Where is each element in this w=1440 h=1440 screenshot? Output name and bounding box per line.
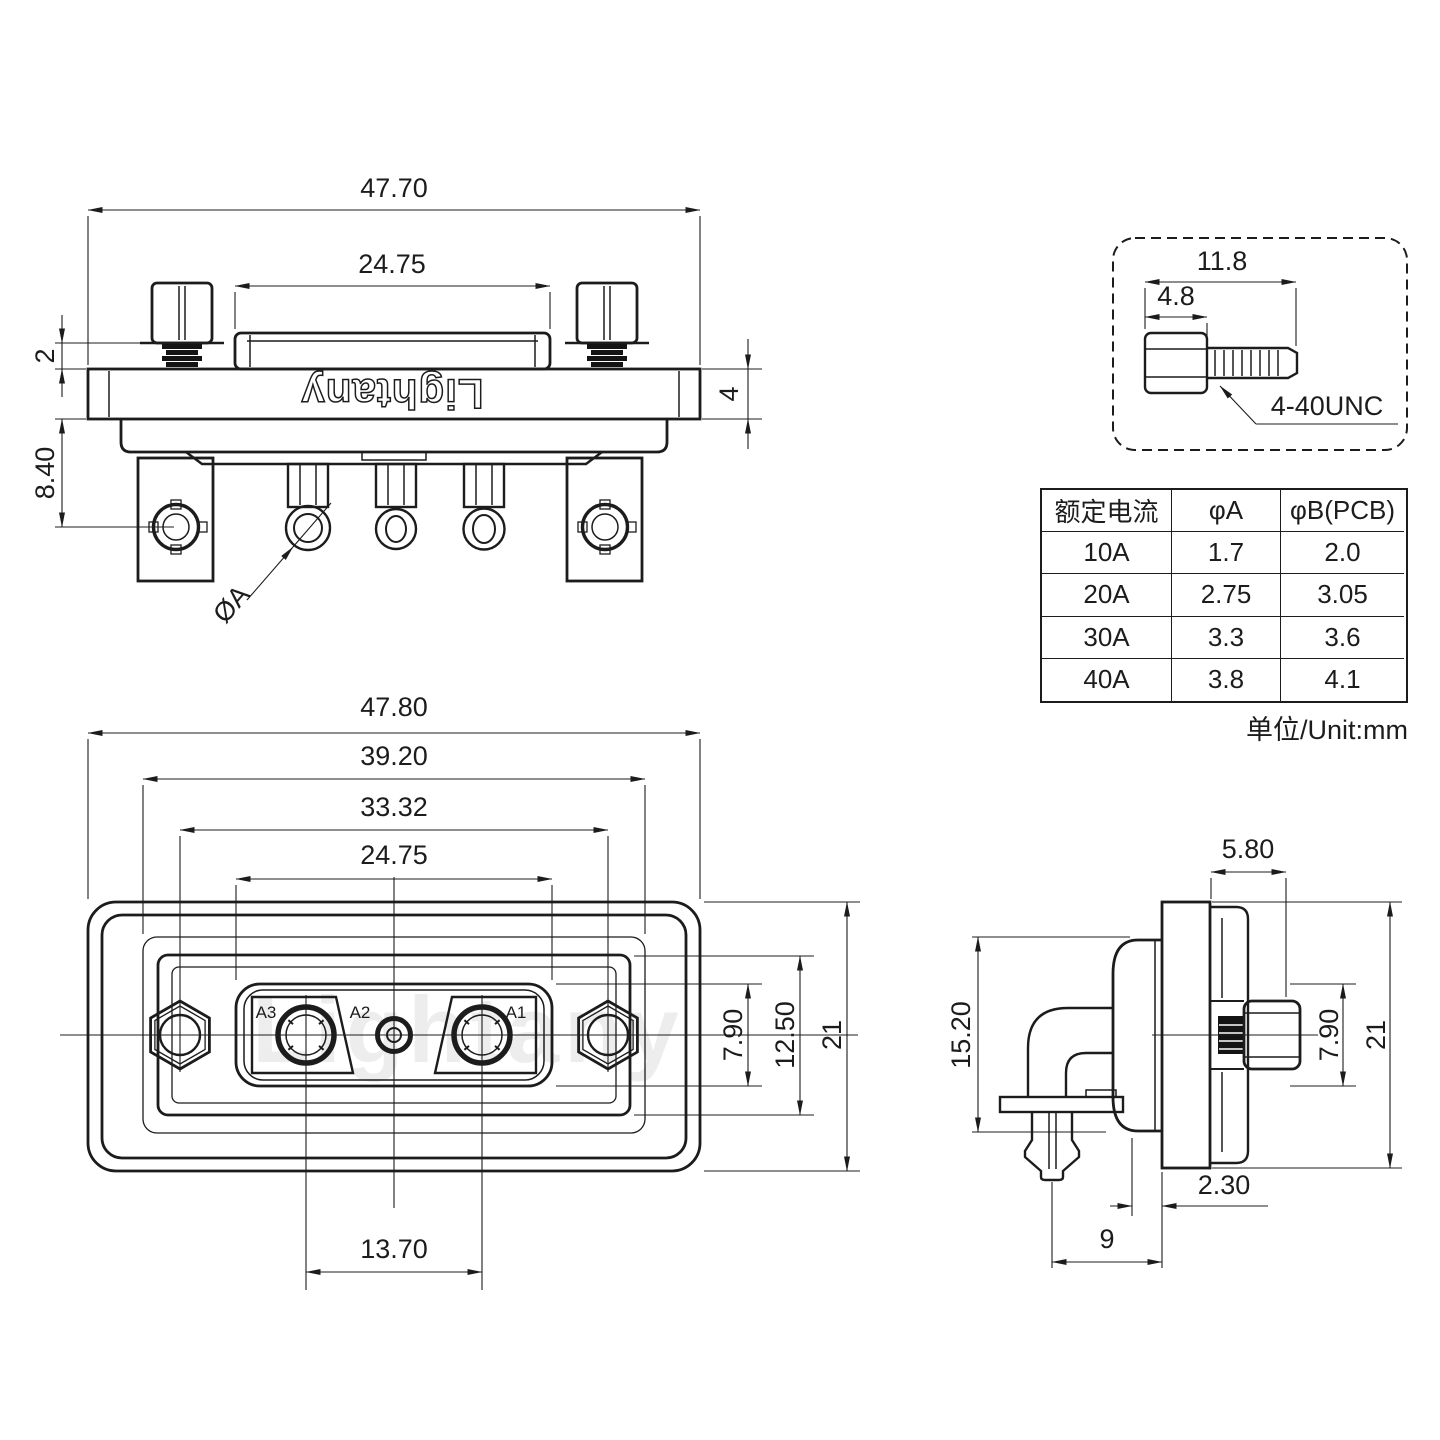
current-rating-table: 额定电流 φA φB(PCB) 10A 1.7 2.0 20A 2.75 3.0…	[1040, 488, 1408, 703]
dim-side-shell-height: 15.20	[946, 1001, 976, 1069]
dim-front-overall: 47.80	[360, 692, 428, 722]
screw-detail-dimensions: 11.8 4.8 4-40UNC	[1144, 246, 1398, 425]
dim-front-shell: 39.20	[360, 741, 428, 771]
label-a2: A2	[350, 1003, 371, 1022]
table-cell: 30A	[1042, 616, 1172, 659]
thumbscrew-left	[140, 281, 224, 367]
table-cell: 3.8	[1172, 658, 1281, 701]
table-cell: 2.75	[1172, 574, 1281, 617]
top-view-dimensions: 47.70 24.75 2 8.40 4 ØA	[30, 173, 762, 629]
table-cell: 10A	[1042, 532, 1172, 575]
dim-front-pitch: 13.70	[360, 1234, 428, 1264]
dim-side-bezel: 5.80	[1222, 834, 1275, 864]
thumbscrew-right	[565, 281, 649, 367]
top-view-geometry: Lightany	[86, 281, 702, 583]
table-header-phi-b: φB(PCB)	[1281, 490, 1404, 533]
dim-top-insert: 24.75	[358, 249, 426, 279]
dim-screw-length: 11.8	[1197, 246, 1248, 276]
dim-front-insert: 24.75	[360, 840, 428, 870]
insulator-outline	[185, 451, 603, 466]
table-cell: 3.3	[1172, 616, 1281, 659]
table-cell: 3.05	[1281, 574, 1404, 617]
table-cell: 40A	[1042, 658, 1172, 701]
dim-front-insert-height: 7.90	[718, 1009, 748, 1062]
dim-top-overall: 47.70	[360, 173, 428, 203]
dim-pin-diameter-label: ØA	[207, 580, 255, 629]
bracket-right	[565, 456, 644, 583]
dim-front-opening-height: 12.50	[770, 1001, 800, 1069]
side-view: 5.80 15.20 7.90 21 2.30 9	[946, 834, 1402, 1268]
brand-engraving: Lightany	[301, 371, 484, 418]
front-view-dimensions: 47.80 39.20 33.32 24.75 13.70 7.90 12.50	[87, 692, 860, 1275]
dim-screw-head: 4.8	[1157, 281, 1195, 311]
top-view: Lightany	[30, 173, 762, 629]
dim-top-depth: 8.40	[30, 447, 60, 500]
front-view: Lightany	[60, 692, 860, 1290]
table-cell: 1.7	[1172, 532, 1281, 575]
table-cell: 20A	[1042, 574, 1172, 617]
table-cell: 2.0	[1281, 532, 1404, 575]
dim-front-height: 21	[817, 1020, 847, 1050]
front-view-geometry: A3 A2 A1	[60, 836, 858, 1290]
label-a1: A1	[506, 1003, 527, 1022]
shell-top	[233, 331, 552, 371]
screw-geometry	[1143, 331, 1299, 395]
watermark: Lightany	[252, 977, 684, 1082]
snap-foot	[1023, 1112, 1081, 1182]
thread-spec-label: 4-40UNC	[1271, 391, 1384, 421]
pin-stems	[286, 462, 506, 509]
detail-border	[1112, 237, 1408, 451]
table-cell: 4.1	[1324, 664, 1361, 695]
dim-front-mount: 33.32	[360, 792, 428, 822]
bracket-left	[136, 456, 215, 583]
elbow-pin-outer	[1026, 1006, 1113, 1097]
dim-side-screw-height: 7.90	[1314, 1009, 1344, 1062]
table-header-current: 额定电流	[1042, 490, 1172, 533]
body-outline	[119, 419, 669, 454]
unit-note: 单位/Unit:mm	[1246, 715, 1408, 745]
side-view-dimensions: 5.80 15.20 7.90 21 2.30 9	[946, 834, 1402, 1268]
board-lock-tab	[998, 1095, 1125, 1114]
dim-side-height: 21	[1361, 1020, 1391, 1050]
dim-side-gap: 2.30	[1198, 1170, 1251, 1200]
table-header-phi-a: φA	[1172, 490, 1281, 533]
screw-detail-view: 11.8 4.8 4-40UNC	[1112, 237, 1408, 451]
side-view-geometry	[998, 900, 1318, 1268]
dim-side-pin-offset: 9	[1099, 1224, 1114, 1254]
dim-top-standoff: 2	[30, 348, 60, 363]
label-a3: A3	[256, 1003, 277, 1022]
table-cell: 3.6	[1281, 617, 1404, 659]
elbow-pin-inner	[1064, 1051, 1113, 1097]
side-body	[1111, 938, 1162, 1133]
dim-top-flange: 4	[714, 386, 744, 401]
pin-ends	[284, 504, 506, 552]
